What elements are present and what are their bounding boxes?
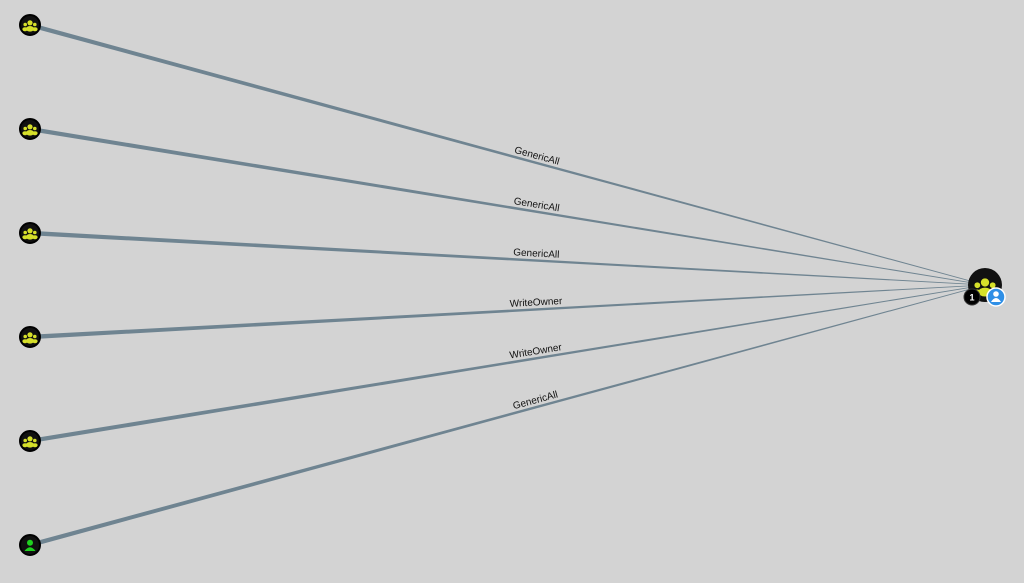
group-node[interactable]: [19, 14, 41, 36]
edge-line[interactable]: [29, 230, 986, 286]
group-icon: [22, 332, 38, 344]
group-icon: [22, 436, 38, 448]
group-icon: [22, 20, 38, 32]
group-node[interactable]: [19, 326, 41, 348]
group-icon: [22, 124, 38, 136]
edge-label: GenericAll: [513, 145, 560, 168]
group-node[interactable]: [19, 222, 41, 244]
group-node[interactable]: [19, 118, 41, 140]
edge-line[interactable]: [29, 22, 986, 286]
edge-line[interactable]: [29, 284, 986, 548]
user-icon: [24, 539, 36, 551]
user-node[interactable]: [19, 534, 41, 556]
count-badge: 1: [963, 288, 981, 306]
edge-label: WriteOwner: [509, 296, 563, 310]
edge-line[interactable]: [29, 284, 986, 340]
nodes-layer: 1: [19, 14, 1006, 556]
count-badge-label: 1: [969, 293, 974, 303]
user-badge-icon: [986, 287, 1006, 307]
edge-label: GenericAll: [512, 389, 559, 412]
target-group-node[interactable]: 1: [963, 268, 1006, 307]
edge-line[interactable]: [29, 284, 986, 444]
edge-line[interactable]: [29, 126, 986, 286]
group-node[interactable]: [19, 430, 41, 452]
group-icon: [22, 228, 38, 240]
edge-label: GenericAll: [513, 247, 560, 260]
edges-layer: GenericAllGenericAllGenericAllWriteOwner…: [29, 22, 986, 548]
